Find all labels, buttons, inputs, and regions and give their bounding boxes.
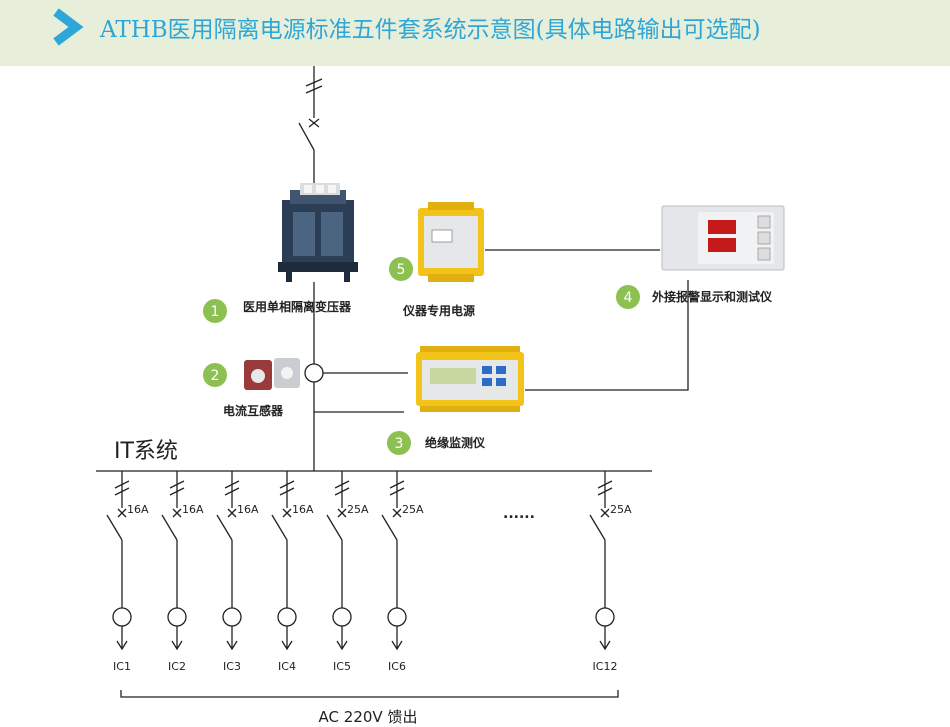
feeder-ct-symbol bbox=[387, 607, 407, 627]
feeder-ic1: 16A IC1 bbox=[106, 471, 149, 673]
feeder-rating: 16A bbox=[127, 503, 149, 516]
feeder-ct-symbol bbox=[112, 607, 132, 627]
isolation-transformer-image bbox=[278, 183, 358, 282]
component-1-label: 医用单相隔离变压器 bbox=[243, 299, 352, 314]
page-title: ATHB医用隔离电源标准五件套系统示意图(具体电路输出可选配) bbox=[100, 17, 761, 43]
badge-1 bbox=[203, 299, 227, 323]
output-label: AC 220V 馈出 bbox=[319, 708, 418, 726]
feeder-ct-symbol bbox=[595, 607, 615, 627]
current-transformer-image bbox=[244, 358, 300, 390]
feeder-circuits: 16A IC1 16A IC2 16A IC3 16A IC4 25A IC5 25A IC6 25A I… bbox=[106, 471, 632, 673]
current-transformer-symbol bbox=[304, 363, 324, 383]
badge-2 bbox=[203, 363, 227, 387]
supply-line bbox=[298, 66, 323, 185]
chevron-right-icon bbox=[53, 8, 84, 46]
feeder-rating: 25A bbox=[347, 503, 369, 516]
alarm-display-tester-image bbox=[661, 205, 785, 271]
badge-5 bbox=[389, 257, 413, 281]
feeder-ct-symbol bbox=[222, 607, 242, 627]
feeder-name: IC12 bbox=[593, 660, 618, 673]
badge-3-number: 3 bbox=[395, 436, 404, 452]
feeder-ct-symbol bbox=[332, 607, 352, 627]
feeder-name: IC1 bbox=[113, 660, 131, 673]
component-5-label: 仪器专用电源 bbox=[402, 303, 475, 318]
more-feeders-ellipsis: ...... bbox=[503, 506, 535, 522]
feeder-rating: 16A bbox=[182, 503, 204, 516]
feeder-ic4: 16A IC4 bbox=[271, 471, 314, 673]
feeder-ic6: 25A IC6 bbox=[381, 471, 424, 673]
badge-4 bbox=[616, 285, 640, 309]
feeder-rating: 25A bbox=[402, 503, 424, 516]
component-3: 3 绝缘监测仪 bbox=[387, 431, 486, 455]
badge-5-number: 5 bbox=[397, 262, 406, 278]
feeder-rating: 16A bbox=[237, 503, 259, 516]
component-1: 1 医用单相隔离变压器 bbox=[203, 299, 352, 323]
feeder-rating: 25A bbox=[610, 503, 632, 516]
component-5: 5 仪器专用电源 bbox=[389, 257, 475, 318]
badge-4-number: 4 bbox=[624, 290, 633, 306]
feeder-ic12: 25A IC12 bbox=[589, 471, 632, 673]
badge-2-number: 2 bbox=[211, 368, 220, 384]
feeder-name: IC6 bbox=[388, 660, 406, 673]
instrument-power-supply-image bbox=[418, 202, 484, 282]
insulation-monitor-image bbox=[416, 346, 524, 412]
component-3-label: 绝缘监测仪 bbox=[425, 435, 486, 450]
feeder-ic5: 25A IC5 bbox=[326, 471, 369, 673]
feeder-rating: 16A bbox=[292, 503, 314, 516]
component-2: 2 电流互感器 bbox=[203, 363, 284, 418]
feeder-name: IC3 bbox=[223, 660, 241, 673]
output-bracket bbox=[120, 690, 619, 698]
it-system-label: IT系统 bbox=[114, 439, 178, 464]
feeder-name: IC4 bbox=[278, 660, 296, 673]
feeder-ct-symbol bbox=[167, 607, 187, 627]
feeder-ct-symbol bbox=[277, 607, 297, 627]
badge-1-number: 1 bbox=[211, 304, 220, 320]
badge-3 bbox=[387, 431, 411, 455]
feeder-name: IC5 bbox=[333, 660, 351, 673]
component-4-label: 外接报警显示和测试仪 bbox=[652, 289, 773, 304]
component-4: 4 外接报警显示和测试仪 bbox=[616, 285, 773, 309]
component-2-label: 电流互感器 bbox=[223, 403, 284, 418]
feeder-name: IC2 bbox=[168, 660, 186, 673]
header-bar bbox=[0, 0, 950, 66]
feeder-ic3: 16A IC3 bbox=[216, 471, 259, 673]
feeder-ic2: 16A IC2 bbox=[161, 471, 204, 673]
